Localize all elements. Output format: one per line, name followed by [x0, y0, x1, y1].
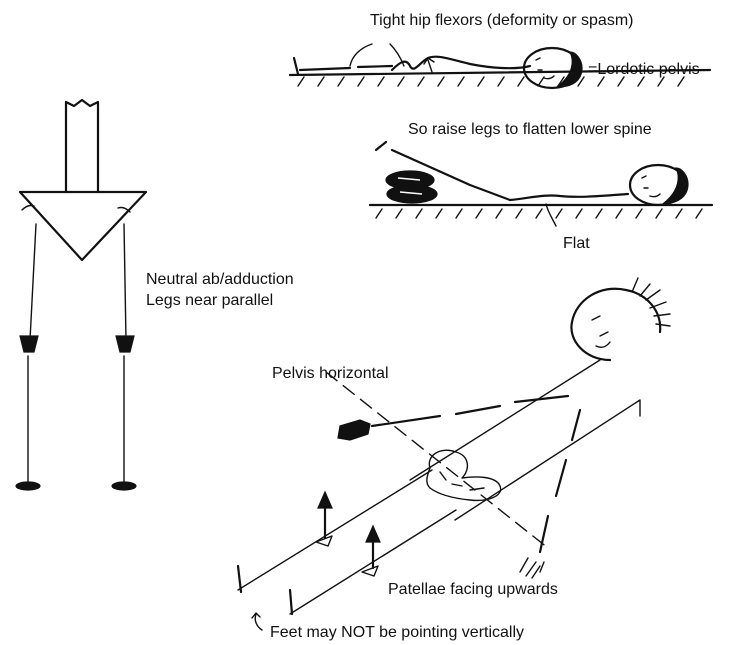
- knee-cap-right: [116, 336, 134, 352]
- arm-upper: [372, 396, 568, 426]
- leg-large-left: [238, 470, 432, 590]
- hand-upper: [338, 420, 370, 440]
- foot-right: [112, 482, 136, 490]
- hand-lower: [520, 558, 544, 578]
- arm-lower: [540, 410, 580, 552]
- foot-large-left: [238, 566, 241, 592]
- foot-large-right: [290, 590, 292, 614]
- foot-left: [16, 482, 40, 490]
- arrow-patella-right: [366, 526, 380, 568]
- spine-column: [66, 100, 98, 192]
- label-raise-legs: So raise legs to flatten lower spine: [408, 120, 652, 140]
- leg-right: [124, 224, 126, 484]
- arrow-feet-note: [252, 613, 262, 630]
- arrow-hip-flexors-1: [350, 44, 372, 66]
- knee-cap-left: [20, 336, 38, 352]
- floor-hatching-middle: [376, 209, 702, 218]
- leg-left: [28, 224, 36, 484]
- head-middle: [630, 165, 688, 205]
- label-flat: Flat: [563, 234, 590, 254]
- flat-back: [510, 194, 628, 200]
- foot-mark-middle: [376, 142, 386, 150]
- label-patellae: Patellae facing upwards: [388, 580, 558, 600]
- label-pelvis-horizontal: Pelvis horizontal: [272, 364, 389, 384]
- figure-lying-person: [238, 278, 670, 630]
- lordotic-back-curve: [392, 57, 530, 70]
- head-large: [571, 278, 670, 360]
- head-top: [524, 48, 582, 88]
- figure-neutral-legs: [16, 100, 146, 490]
- legs-top: [300, 66, 392, 70]
- cushions: [386, 171, 437, 203]
- arrow-flat: [546, 204, 556, 226]
- arrow-patella-left: [318, 492, 332, 538]
- pelvis-bone: [427, 450, 501, 500]
- label-neutral-ab: Neutral ab/adduction: [146, 270, 294, 290]
- pelvis-triangle: [20, 192, 146, 260]
- torso-outline-bottom: [455, 400, 640, 520]
- label-lordotic-pelvis: =Lordotic pelvis: [588, 60, 700, 80]
- label-tight-hip-flexors: Tight hip flexors (deformity or spasm): [370, 11, 633, 31]
- label-legs-parallel: Legs near parallel: [146, 291, 273, 311]
- arrow-hip-flexors-2: [390, 44, 404, 66]
- foot-mark-top: [294, 58, 298, 74]
- label-feet-note: Feet may NOT be pointing vertically: [270, 623, 524, 643]
- figure-legs-raised: [370, 142, 712, 226]
